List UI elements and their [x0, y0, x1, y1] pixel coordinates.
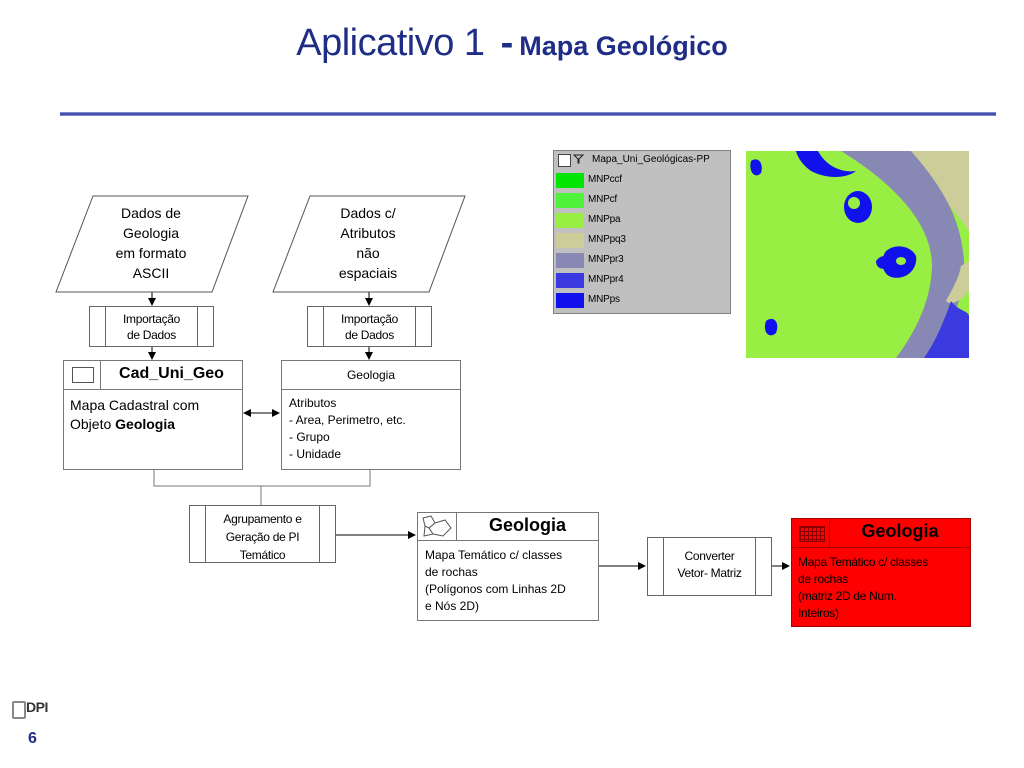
cad-uni-geo-header: Cad_Uni_Geo: [64, 361, 242, 390]
cad-body-object-name: Geologia: [115, 416, 176, 432]
legend-swatch: [556, 233, 584, 248]
title-part1: Aplicativo 1: [296, 22, 485, 64]
raster-grid-icon: [799, 526, 825, 542]
tematico-vector-box: Geologia Mapa Temático c/ classes de roc…: [417, 512, 599, 621]
tematico-matriz-header: Geologia: [792, 519, 970, 548]
tematico-vector-body: Mapa Temático c/ classes de rochas (Polí…: [425, 548, 566, 613]
tematico-vector-header: Geologia: [418, 513, 598, 541]
legend-label: MNPpa: [588, 214, 621, 225]
tematico-vector-title: Geologia: [488, 515, 566, 535]
input-geologia-label: Dados de Geologia em formato ASCII: [115, 205, 187, 281]
legend-swatch: [556, 253, 584, 268]
geologia-table-title: Geologia: [346, 368, 396, 382]
legend-checkbox[interactable]: [558, 154, 571, 167]
legend-swatch: [556, 193, 584, 208]
geologia-table-body: Atributos - Area, Perimetro, etc. - Grup…: [289, 396, 406, 461]
legend-swatch: [556, 273, 584, 288]
legend-label: MNPps: [588, 294, 620, 305]
legend-item: MNPcf: [556, 191, 728, 210]
cad-uni-geo-body: Mapa Cadastral com Objeto Geologia: [70, 396, 199, 434]
title-part2: Mapa Geológico: [519, 31, 728, 61]
cad-body-line2-prefix: Objeto: [70, 416, 116, 432]
page-number: 6: [28, 730, 37, 747]
tematico-matriz-box: Geologia Mapa Temático c/ classes de roc…: [791, 518, 971, 627]
header-divider: [456, 513, 457, 540]
process-agrupamento: Agrupamento e Geração de PI Temático: [189, 505, 336, 563]
dpi-logo: DPI: [12, 697, 62, 719]
bracket-to-agrupamento: [153, 469, 371, 505]
filter-icon: [573, 154, 584, 164]
legend-swatch: [556, 293, 584, 308]
cad-uni-geo-title: Cad_Uni_Geo: [119, 365, 224, 382]
legend-label: MNPpq3: [588, 234, 626, 245]
geologia-table-box: Geologia Atributos - Area, Perimetro, et…: [281, 360, 461, 470]
legend-label: MNPcf: [588, 194, 618, 205]
tematico-matriz-body: Mapa Temático c/ classes de rochas (matr…: [798, 555, 928, 620]
polygon-map-icon: [422, 515, 452, 537]
title-underline: [60, 112, 996, 116]
process-converter: Converter Vetor- Matriz: [647, 537, 772, 596]
process-agrupamento-label: Agrupamento e Geração de PI Temático: [223, 512, 302, 562]
legend-item: MNPpr3: [556, 251, 728, 270]
tematico-matriz-title: Geologia: [861, 521, 939, 541]
cadastral-map-icon: [72, 367, 94, 383]
legend-item: MNPps: [556, 291, 728, 310]
input-parallelogram-geologia: [55, 195, 249, 293]
cad-body-line1: Mapa Cadastral com: [70, 397, 200, 413]
legend-swatch: [556, 173, 584, 188]
process-import-2: Importação de Dados: [307, 306, 432, 347]
legend-label: MNPpr4: [588, 274, 624, 285]
legend-label: MNPpr3: [588, 254, 624, 265]
legend-item: MNPpq3: [556, 231, 728, 250]
process-import-1: Importação de Dados: [89, 306, 214, 347]
legend-header: Mapa_Uni_Geológicas-PP: [592, 154, 710, 165]
header-divider: [100, 361, 101, 389]
process-import-2-label: Importação de Dados: [340, 312, 399, 342]
header-divider: [829, 519, 830, 547]
cad-uni-geo-box: Cad_Uni_Geo Mapa Cadastral com Objeto Ge…: [63, 360, 243, 470]
title-dash: -: [500, 22, 514, 64]
legend-label: MNPccf: [588, 174, 622, 185]
dpi-logo-text: DPI: [26, 699, 48, 715]
process-converter-label: Converter Vetor- Matriz: [677, 549, 742, 580]
cad-body-line2: Objeto Geologia: [70, 415, 199, 434]
process-import-1-label: Importação de Dados: [122, 312, 181, 342]
input-atributos-label: Dados c/ Atributos não espaciais: [338, 205, 398, 281]
dpi-logo-mark: [12, 701, 26, 719]
input-parallelogram-atributos: [272, 195, 466, 293]
geologia-table-header: Geologia: [282, 361, 460, 390]
legend-item: MNPccf: [556, 171, 728, 190]
legend-panel: Mapa_Uni_Geológicas-PP MNPccf MNPcf MNPp…: [553, 150, 731, 314]
geological-map-image: [746, 151, 969, 358]
legend-swatch: [556, 213, 584, 228]
legend-item: MNPpr4: [556, 271, 728, 290]
slide-title: Aplicativo 1-Mapa Geológico: [0, 22, 1024, 65]
legend-item: MNPpa: [556, 211, 728, 230]
